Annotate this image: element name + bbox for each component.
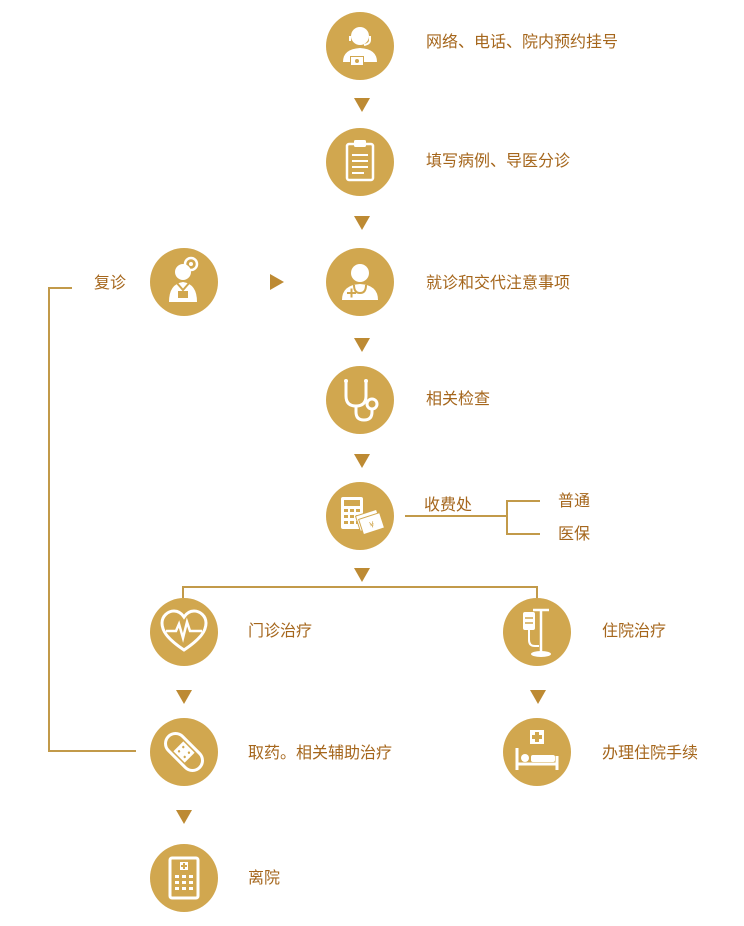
register-step bbox=[326, 12, 394, 80]
stethoscope-icon bbox=[344, 379, 379, 422]
admission-label: 办理住院手续 bbox=[602, 743, 699, 762]
medicine-step bbox=[150, 718, 218, 786]
cashier-option-connector-bottom bbox=[506, 533, 540, 535]
arrow-down bbox=[354, 216, 370, 230]
arrow-down bbox=[354, 568, 370, 582]
branch-connector-right bbox=[536, 586, 538, 598]
exam-label: 相关检查 bbox=[426, 389, 491, 408]
register-label: 网络、电话、院内预约挂号 bbox=[426, 32, 619, 51]
heart-pulse-icon bbox=[160, 609, 208, 652]
followup-label: 复诊 bbox=[94, 273, 127, 292]
fill-record-label: 填写病例、导医分诊 bbox=[426, 151, 571, 170]
arrow-down bbox=[354, 338, 370, 352]
cashier-step: ¥ bbox=[326, 482, 394, 550]
medicine-label: 取药。相关辅助治疗 bbox=[248, 743, 393, 762]
discharge-label: 离院 bbox=[248, 868, 281, 887]
inpatient-label: 住院治疗 bbox=[602, 621, 667, 640]
cashier-option-regular: 普通 bbox=[558, 491, 591, 510]
bandage-icon bbox=[164, 732, 204, 772]
doctor-head-mirror-icon bbox=[169, 256, 199, 302]
followup-step bbox=[150, 248, 218, 316]
doctor-icon bbox=[342, 264, 378, 300]
calculator-bills-icon: ¥ bbox=[341, 497, 386, 536]
svg-text:¥: ¥ bbox=[368, 520, 376, 530]
branch-connector-horizontal bbox=[182, 586, 538, 588]
outpatient-step bbox=[150, 598, 218, 666]
arrow-down bbox=[354, 98, 370, 112]
branch-connector-left bbox=[182, 586, 184, 598]
consult-step bbox=[326, 248, 394, 316]
hospital-bed-icon bbox=[515, 730, 559, 770]
clipboard-icon bbox=[345, 140, 375, 182]
followup-loop-connector-top bbox=[48, 287, 72, 289]
arrow-down bbox=[176, 810, 192, 824]
arrow-down bbox=[176, 690, 192, 704]
hospital-building-icon bbox=[168, 856, 200, 900]
exam-step bbox=[326, 366, 394, 434]
arrow-down bbox=[354, 454, 370, 468]
cashier-option-connector-vertical bbox=[506, 500, 508, 535]
cashier-option-connector-top bbox=[506, 500, 540, 502]
cashier-option-insurance: 医保 bbox=[558, 524, 591, 543]
receptionist-headset-icon bbox=[343, 24, 377, 66]
inpatient-step bbox=[503, 598, 571, 666]
fill-record-step bbox=[326, 128, 394, 196]
admission-step bbox=[503, 718, 571, 786]
iv-drip-icon bbox=[523, 608, 551, 657]
discharge-step bbox=[150, 844, 218, 912]
cashier-connector bbox=[405, 515, 508, 517]
cashier-label: 收费处 bbox=[424, 495, 473, 514]
arrow-down bbox=[530, 690, 546, 704]
followup-loop-connector-vertical bbox=[48, 287, 50, 752]
followup-loop-connector-bottom bbox=[48, 750, 136, 752]
consult-label: 就诊和交代注意事项 bbox=[426, 273, 571, 292]
arrow-right bbox=[270, 274, 284, 290]
outpatient-label: 门诊治疗 bbox=[248, 621, 313, 640]
